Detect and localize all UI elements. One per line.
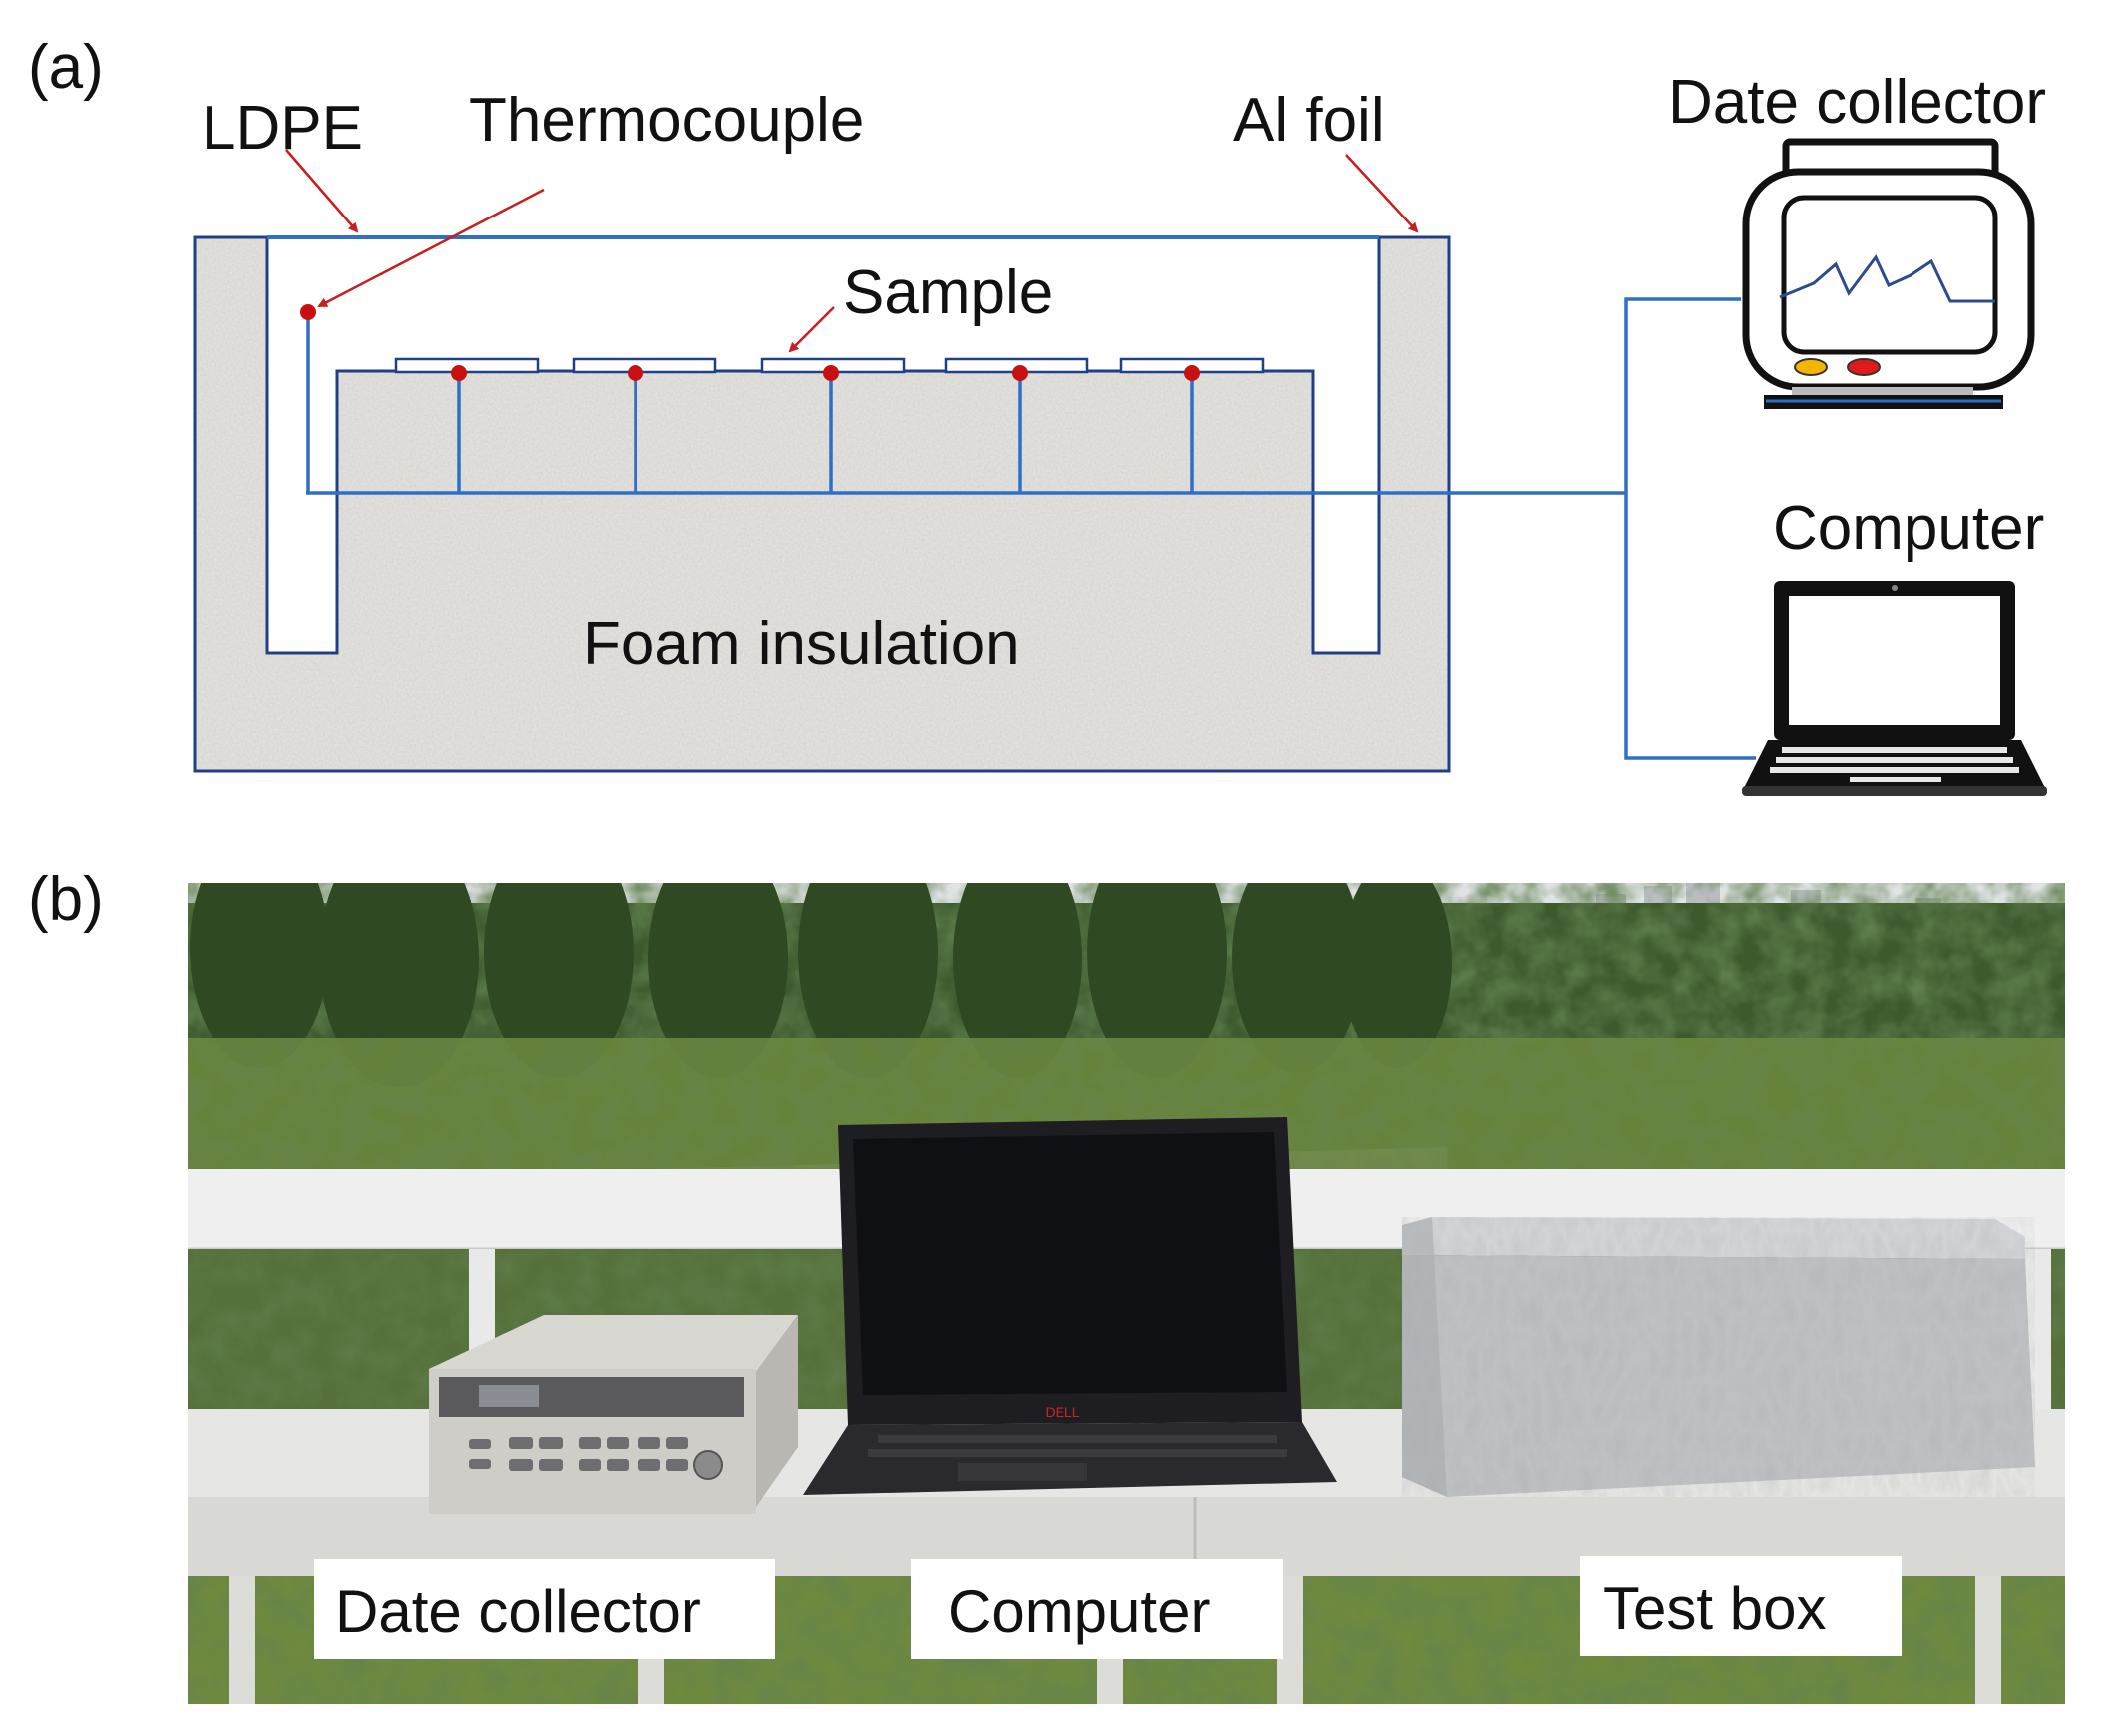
key-row <box>1782 747 2007 753</box>
ldpe-label: LDPE <box>202 94 363 163</box>
panel-b-label: (b) <box>28 865 104 934</box>
test-box-side <box>1402 1217 1447 1497</box>
al-foil-arrow <box>1345 154 1419 233</box>
thermocouple-dot <box>300 304 316 320</box>
annotation-arrows <box>285 149 1419 353</box>
laptop-icon <box>1742 581 2047 796</box>
collector-signal-line <box>1779 254 1995 303</box>
laptop-screen <box>1789 596 2000 725</box>
laptop-photo-screen <box>853 1132 1287 1395</box>
thermocouple-dot <box>1184 365 1200 381</box>
device-buttons <box>469 1437 688 1471</box>
wire-to-collector <box>1624 297 1741 493</box>
computer-label: Computer <box>1773 494 2044 563</box>
led-yellow <box>1794 358 1828 376</box>
laptop-camera <box>1892 585 1898 591</box>
foam-outline <box>193 235 1451 773</box>
test-box-texture <box>1402 1217 2035 1497</box>
data-collector-device <box>429 1315 798 1514</box>
key-row <box>1850 777 1941 782</box>
thermocouple-dot <box>1012 365 1028 381</box>
device-display <box>479 1385 539 1407</box>
laptop-front-edge <box>1742 786 2047 796</box>
photo-caption-computer-label: Computer <box>948 1578 1210 1645</box>
data-collector-icon <box>1742 138 2035 409</box>
thermocouple-dot <box>823 365 839 381</box>
caption-box <box>314 1559 775 1659</box>
foam-texture <box>195 237 1449 771</box>
laptop-photo-keys <box>868 1435 1287 1457</box>
thermocouple-dot <box>451 365 467 381</box>
photo-caption-test-box: Test box <box>1580 1556 1902 1656</box>
led-red <box>1847 358 1881 376</box>
photo-caption-date-collector-label: Date collector <box>335 1578 701 1645</box>
laptop-keys <box>1770 747 2019 782</box>
tree-crowns <box>190 883 1452 1087</box>
thermocouple-points <box>300 304 1200 381</box>
wire-to-computer <box>1624 493 1756 760</box>
samples <box>394 357 1265 374</box>
panel-b: (b) <box>28 865 2065 1704</box>
sample-label: Sample <box>843 258 1053 327</box>
thermocouple-dot <box>628 365 643 381</box>
caption-box <box>911 1559 1283 1659</box>
key-row <box>1770 767 2019 773</box>
collector-screen <box>1781 195 1998 355</box>
thermocouple-label: Thermocouple <box>469 86 864 155</box>
ldpe-arrow <box>285 149 359 233</box>
al-foil-label: Al foil <box>1233 86 1385 155</box>
laptop-brand: DELL <box>1045 1404 1079 1420</box>
caption-box <box>1580 1556 1902 1656</box>
photo-caption-computer: Computer <box>911 1559 1283 1659</box>
foam-insulation-label: Foam insulation <box>583 610 1020 678</box>
sample-plate <box>394 357 540 374</box>
thermocouple-arrow <box>317 188 545 308</box>
sample-plate <box>572 357 717 374</box>
photo: DELL Date collector <box>188 883 2065 1704</box>
device-top <box>429 1315 798 1372</box>
laptop-device: DELL <box>803 1117 1337 1495</box>
sample-arrow <box>788 306 835 353</box>
test-box <box>1402 1217 2035 1497</box>
date-collector-label: Date collector <box>1668 68 2046 137</box>
panel-a-label: (a) <box>28 33 104 102</box>
thermocouple-wiring <box>306 297 1756 760</box>
collector-base-top <box>1792 387 1973 395</box>
photo-caption-test-box-label: Test box <box>1603 1575 1826 1642</box>
key-row <box>1776 757 2013 763</box>
laptop-touchpad <box>958 1463 1087 1481</box>
photo-caption-date-collector: Date collector <box>314 1559 775 1659</box>
device-side <box>756 1315 798 1507</box>
device-knob <box>693 1450 723 1480</box>
panel-a: (a) Foam insulation <box>28 33 2047 796</box>
foam-insulation: Foam insulation <box>193 235 1451 773</box>
